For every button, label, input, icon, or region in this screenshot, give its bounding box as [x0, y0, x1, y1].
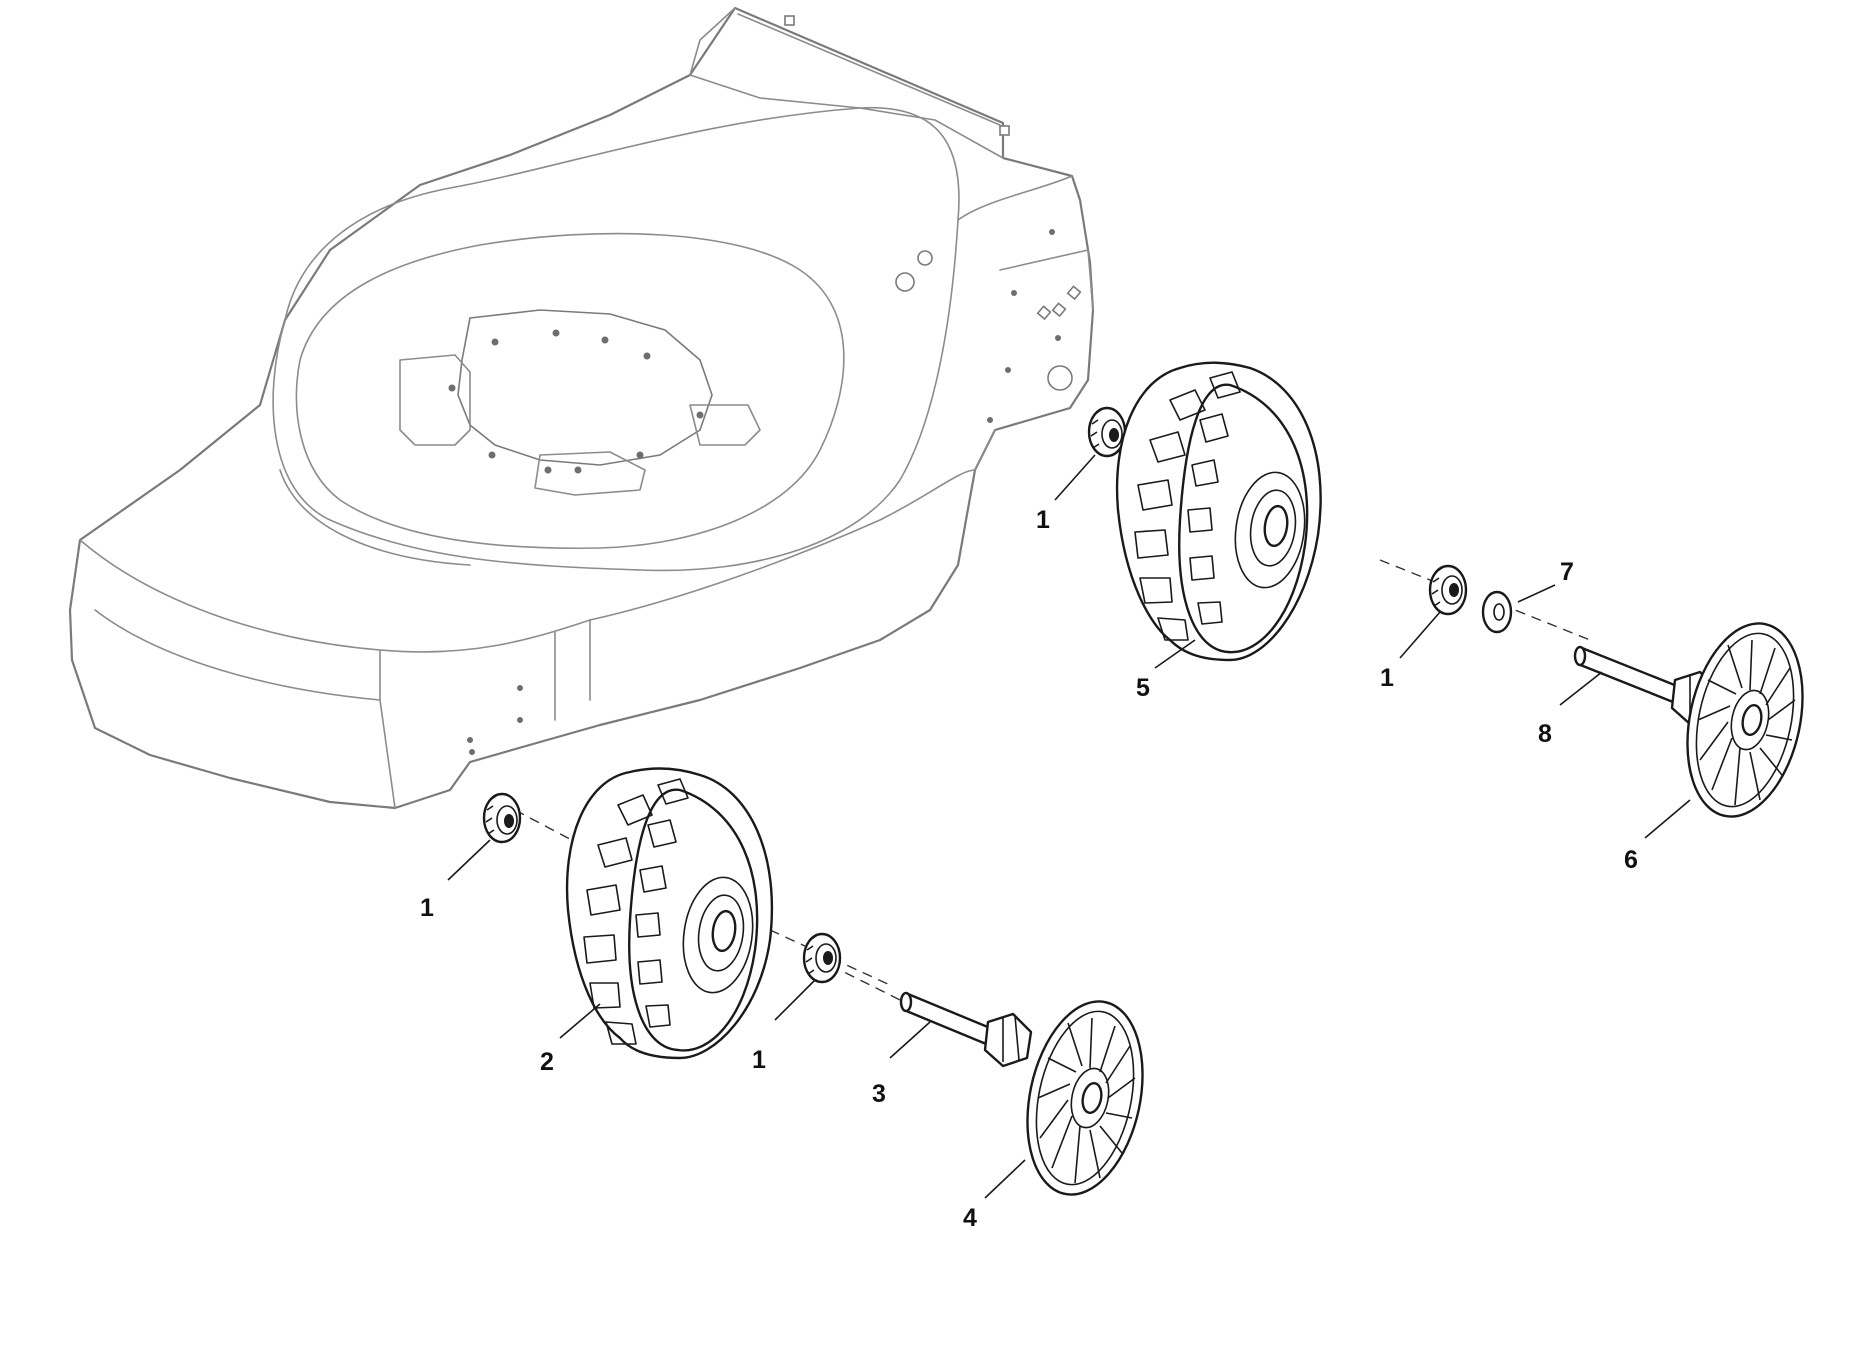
callout-1-lower-right: 1 [752, 1046, 766, 1074]
bearing-part-1-upper-right [1428, 564, 1468, 616]
hubcap-part-6 [1686, 622, 1804, 818]
callout-7: 7 [1560, 558, 1574, 586]
callout-8: 8 [1538, 720, 1552, 748]
callout-1-upper-left: 1 [1036, 506, 1050, 534]
leader-lines [447, 454, 1691, 1199]
callout-numbers: 1 5 1 7 8 6 1 2 1 3 4 [420, 506, 1638, 1232]
mower-deck [68, 6, 1095, 810]
callout-3: 3 [872, 1080, 886, 1108]
callout-1-lower-left: 1 [420, 894, 434, 922]
hubcap-part-4 [1026, 1000, 1144, 1196]
washer-part-7 [1481, 590, 1513, 634]
hubcap-4-spokes [1037, 1017, 1136, 1184]
bearing-part-1-lower-left [482, 792, 522, 844]
wheel-part-5 [1115, 361, 1322, 662]
callout-1-upper-right: 1 [1380, 664, 1394, 692]
callout-2: 2 [540, 1048, 554, 1076]
callout-6: 6 [1624, 846, 1638, 874]
wheel-part-2 [565, 767, 774, 1060]
bolt-part-3 [899, 991, 1033, 1068]
callout-5: 5 [1136, 674, 1150, 702]
callout-4: 4 [963, 1204, 977, 1232]
bearing-part-1-lower-right [802, 932, 842, 984]
hubcap-6-spokes [1697, 639, 1796, 806]
